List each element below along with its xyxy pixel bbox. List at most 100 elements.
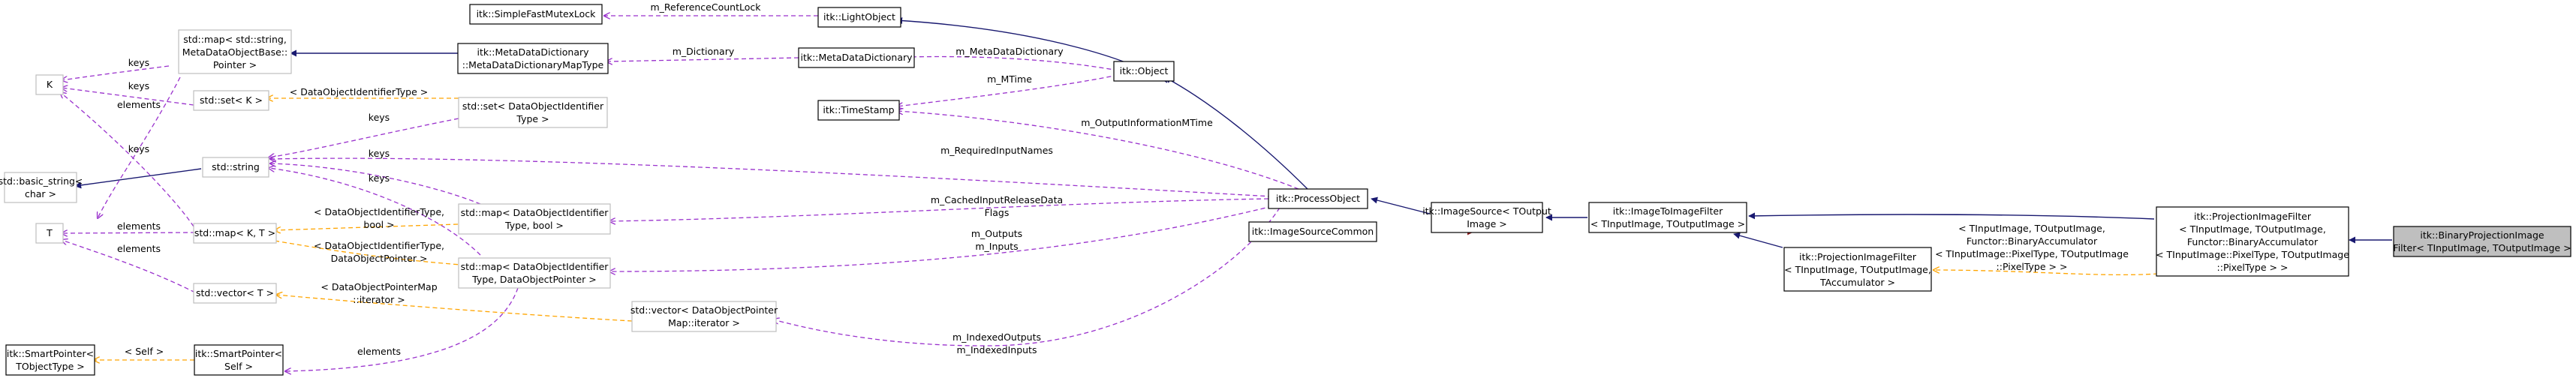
edge-label-template-doi-bool: bool > — [363, 219, 394, 230]
node-lightobject[interactable]: itk::LightObject — [817, 7, 901, 28]
node-label: Map::iterator > — [668, 317, 740, 328]
node-label: std::map< std::string, — [183, 34, 287, 45]
node-projectionimagefilter-template[interactable]: itk::ProjectionImageFilter < TInputImage… — [1783, 247, 1932, 292]
edge-label-template-doi-dop: DataObjectPointer > — [331, 253, 428, 264]
node-metadatadictionary[interactable]: itk::MetaDataDictionary — [798, 47, 915, 68]
node-binaryprojectionimagefilter[interactable]: itk::BinaryProjectionImage Filter< TInpu… — [2393, 226, 2571, 257]
node-label: std::vector< T > — [196, 287, 274, 298]
edge-usage-stdstring-processobject — [270, 158, 1273, 197]
node-label: itk::SmartPointer< — [7, 348, 94, 359]
node-label: std::set< DataObjectIdentifier — [462, 100, 604, 112]
node-basic-string[interactable]: std::basic_string< char > — [0, 172, 83, 203]
node-k[interactable]: K — [35, 74, 64, 95]
edge-label-template-binaryaccumulator: < TInputImage::PixelType, TOutputImage — [1935, 248, 2129, 260]
node-smartpointer-tobjecttype[interactable]: itk::SmartPointer< TObjectType > — [5, 344, 95, 376]
edge-label-keys: keys — [369, 172, 390, 184]
node-object[interactable]: itk::Object — [1113, 61, 1175, 82]
node-label: std::map< DataObjectIdentifier — [461, 207, 609, 218]
edge-usage-mdd-object — [907, 57, 1119, 71]
edge-usage-vectort-t — [62, 240, 196, 293]
edge-usage-setdoi-stdstring — [269, 118, 459, 158]
edge-usage-vectordopm-processobject — [773, 207, 1280, 346]
node-label: < TInputImage, TOutputImage, — [1784, 264, 1931, 275]
node-set-doi-type[interactable]: std::set< DataObjectIdentifier Type > — [458, 97, 608, 128]
node-vector-t[interactable]: std::vector< T > — [193, 283, 277, 304]
node-timestamp[interactable]: itk::TimeStamp — [817, 100, 900, 121]
node-label: T — [46, 227, 53, 238]
node-label: Type, DataObjectPointer > — [471, 274, 597, 285]
edge-label-elements: elements — [357, 346, 401, 357]
edge-label-keys: keys — [128, 57, 149, 68]
node-label: itk::Object — [1120, 65, 1169, 76]
node-label: Filter< TInputImage, TOutputImage > — [2393, 242, 2571, 254]
edge-inherit-processobject-imagesource — [1371, 196, 1431, 214]
edge-usage-mapbool-stdstring — [270, 164, 481, 205]
node-label: std::basic_string< — [0, 176, 83, 187]
edge-label-keys: keys — [369, 148, 390, 159]
edge-label-m-cachedinputreleasedataflags: Flags — [985, 207, 1010, 218]
edge-usage-mapkt-t — [62, 232, 196, 233]
edge-label-template-doi-type: < DataObjectIdentifierType > — [290, 86, 428, 98]
edge-label-m-indexedoutputs: m_IndexedOutputs — [952, 332, 1041, 343]
edge-label-template-dopm-iterator: ::iterator > — [353, 294, 405, 305]
edge-usage-mapkt-k — [60, 92, 194, 227]
edge-usage-mddmaptype-mdd — [606, 57, 799, 62]
node-set-k[interactable]: std::set< K > — [193, 90, 269, 111]
node-projectionimagefilter-instance[interactable]: itk::ProjectionImageFilter < TInputImage… — [2156, 206, 2349, 277]
node-simplefastmutexlock[interactable]: itk::SimpleFastMutexLock — [469, 4, 603, 25]
edge-label-m-dictionary: m_Dictionary — [673, 46, 735, 57]
node-label: char > — [25, 188, 56, 200]
edge-label-elements: elements — [117, 220, 161, 232]
edge-inherit-itif-piftmpl — [1733, 232, 1783, 248]
edge-label-m-inputs: m_Inputs — [975, 241, 1018, 252]
node-label: std::map< K, T > — [194, 227, 275, 238]
edge-usage-mapbool-processobject — [609, 198, 1269, 221]
edge-label-m-metadatadictionary: m_MetaDataDictionary — [955, 46, 1064, 57]
node-map-doi-bool[interactable]: std::map< DataObjectIdentifier Type, boo… — [458, 203, 611, 235]
edge-label-template-binaryaccumulator: < TInputImage, TOutputImage, — [1958, 223, 2105, 234]
edge-inherit-basicstring-stdstring — [74, 168, 202, 189]
node-map-string-metadataobjectbase[interactable]: std::map< std::string, MetaDataObjectBas… — [178, 29, 292, 74]
node-label: Pointer > — [213, 59, 257, 70]
edge-inherit-itif-pifinst — [1748, 212, 2155, 220]
node-label: TObjectType > — [15, 361, 85, 372]
edge-tmpl-mapkt-mapdop — [261, 238, 481, 267]
node-t[interactable]: T — [35, 223, 64, 244]
edge-label-elements: elements — [117, 99, 161, 110]
node-label: std::vector< DataObjectPointer — [630, 304, 778, 316]
edge-label-keys: keys — [369, 112, 390, 123]
node-label: itk::MetaDataDictionary — [477, 46, 589, 58]
node-std-string[interactable]: std::string — [202, 157, 269, 178]
node-label: Image > — [1467, 218, 1507, 230]
node-map-k-t[interactable]: std::map< K, T > — [193, 223, 277, 244]
node-vector-dop-iterator[interactable]: std::vector< DataObjectPointer Map::iter… — [630, 301, 778, 332]
edge-label-template-dopm-iterator: < DataObjectPointerMap — [320, 281, 437, 292]
node-label: itk::MetaDataDictionary — [800, 52, 913, 63]
edge-tmpl-piftmpl-pifinst — [1934, 270, 2159, 276]
node-metadatadictionarymaptype[interactable]: itk::MetaDataDictionary ::MetaDataDictio… — [457, 43, 609, 74]
edge-usage-mapdop-spself — [285, 287, 519, 371]
edge-usage-mapdop-stdstring — [269, 168, 481, 256]
edge-tmpl-vectort-vectordopm — [276, 295, 633, 322]
node-smartpointer-self[interactable]: itk::SmartPointer< Self > — [194, 344, 284, 376]
node-map-doi-dop[interactable]: std::map< DataObjectIdentifier Type, Dat… — [458, 257, 611, 289]
node-label: Type, bool > — [504, 220, 564, 231]
edge-label-keys: keys — [128, 143, 149, 154]
node-label: std::set< K > — [200, 94, 263, 106]
node-processobject[interactable]: itk::ProcessObject — [1268, 188, 1368, 209]
node-imagesource[interactable]: itk::ImageSource< TOutput Image > — [1422, 202, 1551, 233]
edge-tmpl-mapkt-mapbool — [275, 223, 481, 230]
node-imagetoimagefilter[interactable]: itk::ImageToImageFilter < TInputImage, T… — [1588, 202, 1747, 233]
node-label: itk::ProjectionImageFilter — [1799, 251, 1917, 262]
node-label: ::PixelType > > — [2217, 262, 2289, 273]
node-label: < TInputImage, TOutputImage, — [2179, 224, 2326, 235]
edge-inherit-object-processobject — [1164, 76, 1308, 190]
node-label: < TInputImage, TOutputImage > — [1590, 218, 1745, 230]
node-imagesourcecommon[interactable]: itk::ImageSourceCommon — [1248, 221, 1377, 242]
edge-label-template-binaryaccumulator: ::PixelType > > — [1997, 261, 2068, 272]
node-label: itk::SmartPointer< — [195, 348, 282, 359]
node-label: itk::ImageSourceCommon — [1252, 226, 1374, 237]
node-label: itk::ImageToImageFilter — [1613, 206, 1723, 217]
edge-label-template-self: < Self > — [125, 346, 164, 357]
node-label: std::string — [212, 161, 260, 172]
